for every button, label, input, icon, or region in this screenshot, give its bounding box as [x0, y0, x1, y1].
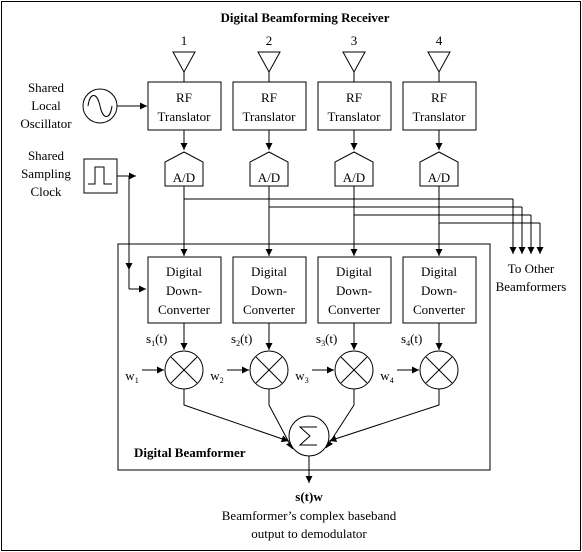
shared-local-oscillator: Shared Local Oscillator: [20, 80, 147, 131]
shared-sampling-clock: Shared Sampling Clock: [21, 148, 146, 293]
other-beamformers-line-2: Beamformers: [496, 279, 567, 294]
signal-label: s1(t): [146, 331, 167, 348]
converter-label: Converter: [413, 302, 466, 317]
digital-down-converter-box: [317, 256, 392, 324]
weight-label: w4: [380, 368, 393, 385]
rf-translator-box: [317, 81, 392, 131]
diagram-title: Digital Beamforming Receiver: [221, 10, 390, 25]
weight-label: w2: [210, 368, 223, 385]
antenna-icon: [172, 51, 196, 82]
square-wave-icon: [83, 158, 118, 194]
channel-number: 1: [181, 33, 188, 48]
antenna-icon: [342, 51, 366, 82]
digital-label: Digital: [336, 264, 372, 279]
clock-label-line-3: Clock: [30, 184, 62, 199]
digital-down-converter-box: [147, 256, 222, 324]
digital-label: Digital: [166, 264, 202, 279]
signal-label: s2(t): [231, 331, 252, 348]
oscillator-label-line-3: Oscillator: [20, 116, 72, 131]
digital-label: Digital: [421, 264, 457, 279]
weight-label: w1: [125, 368, 138, 385]
signal-label: s4(t): [401, 331, 422, 348]
converter-label: Converter: [158, 302, 211, 317]
rf-translator-box: [147, 81, 222, 131]
signal-label: s3(t): [316, 331, 337, 348]
rf-translator-box: [232, 81, 307, 131]
clock-label-line-1: Shared: [28, 148, 65, 163]
adc-label: A/D: [258, 170, 280, 185]
oscillator-label-line-2: Local: [31, 98, 61, 113]
digital-beamformer-box: [117, 243, 491, 471]
adc-label: A/D: [173, 170, 195, 185]
digital-down-converter-box: [232, 256, 307, 324]
oscillator-label-line-1: Shared: [28, 80, 65, 95]
translator-label: Translator: [158, 109, 212, 124]
rf-label: RF: [176, 90, 192, 105]
digital-beamformer-label: Digital Beamformer: [134, 445, 246, 460]
to-other-beamformers: To Other Beamformers: [496, 261, 567, 294]
channel-number: 2: [266, 33, 273, 48]
output-description-line-2: output to demodulator: [251, 526, 367, 541]
clock-label-line-2: Sampling: [21, 166, 71, 181]
adc-label: A/D: [428, 170, 450, 185]
other-beamformers-line-1: To Other: [508, 261, 555, 276]
converter-label: Converter: [243, 302, 296, 317]
rf-label: RF: [431, 90, 447, 105]
weight-label: w3: [295, 368, 308, 385]
rf-translator-box: [402, 81, 477, 131]
digital-label: Digital: [251, 264, 287, 279]
output-signal-label: s(t)w: [295, 489, 323, 504]
antenna-icon: [257, 51, 281, 82]
sine-wave-icon: [82, 88, 118, 124]
multiplier-icon: [249, 350, 289, 390]
multiplier-icon: [164, 350, 204, 390]
translator-label: Translator: [243, 109, 297, 124]
converter-label: Converter: [328, 302, 381, 317]
rf-label: RF: [261, 90, 277, 105]
adc-label: A/D: [343, 170, 365, 185]
digital-down-converter-box: [402, 256, 477, 324]
down-label: Down-: [251, 283, 287, 298]
translator-label: Translator: [413, 109, 467, 124]
down-label: Down-: [336, 283, 372, 298]
multiplier-icon: [334, 350, 374, 390]
sigma-summer-icon: [288, 415, 330, 457]
channel-number: 3: [351, 33, 358, 48]
channel-number: 4: [436, 33, 443, 48]
translator-label: Translator: [328, 109, 382, 124]
rf-label: RF: [346, 90, 362, 105]
down-label: Down-: [421, 283, 457, 298]
output-description-line-1: Beamformer’s complex baseband: [222, 508, 397, 523]
down-label: Down-: [166, 283, 202, 298]
antenna-icon: [427, 51, 451, 82]
multiplier-icon: [419, 350, 459, 390]
